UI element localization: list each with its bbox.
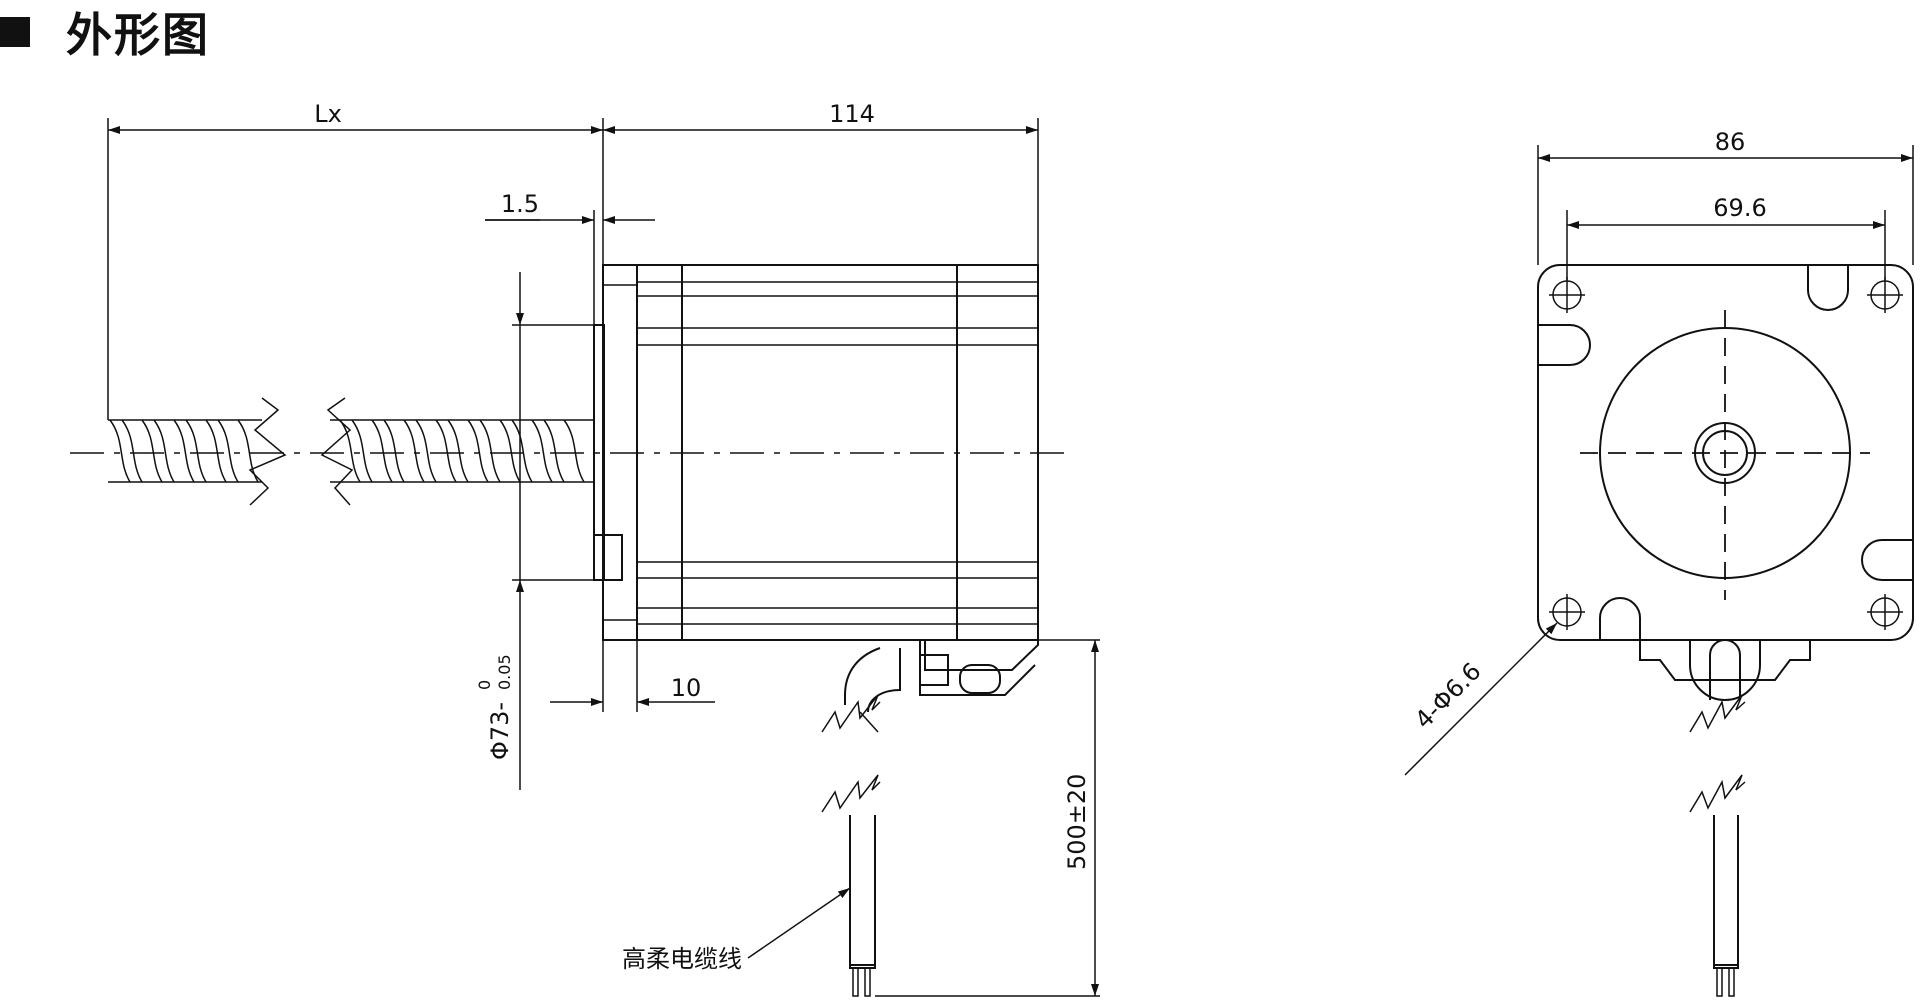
cable-callout: 高柔电缆线 <box>622 887 851 973</box>
dim-lx-label: Lx <box>314 100 342 128</box>
dim-diameter: Φ73- 0 0.05 <box>475 272 594 790</box>
dim-lx: Lx <box>107 100 604 420</box>
cable-front <box>1689 694 1746 997</box>
title-square-icon <box>0 17 30 47</box>
dim-69-6-label: 69.6 <box>1713 194 1766 222</box>
dim-diameter-tol-lower: 0.05 <box>495 654 514 690</box>
dim-114: 114 <box>603 100 1039 265</box>
cable-connector-side <box>844 640 1039 713</box>
dim-69-6: 69.6 <box>1566 194 1886 280</box>
page-title: 外形图 <box>66 8 210 62</box>
dim-114-label: 114 <box>829 100 875 128</box>
dim-86: 86 <box>1537 128 1914 265</box>
dim-10: 10 <box>550 640 715 712</box>
dim-cable-length-label: 500±20 <box>1063 774 1091 870</box>
holes-label: 4-Φ6.6 <box>1409 657 1486 734</box>
holes-callout: 4-Φ6.6 <box>1404 622 1558 776</box>
front-view: 86 69.6 4-Φ6.6 <box>1404 128 1914 997</box>
dim-diameter-label: Φ73- <box>486 702 514 760</box>
dim-10-label: 10 <box>671 674 702 702</box>
mounting-holes <box>1549 277 1903 630</box>
dim-86-label: 86 <box>1715 128 1746 156</box>
cable-side <box>821 694 1100 997</box>
dim-1-5-label: 1.5 <box>501 190 539 218</box>
dim-diameter-tol-upper: 0 <box>475 680 494 690</box>
lead-screw <box>108 397 594 506</box>
dim-1-5: 1.5 <box>485 190 655 325</box>
connector-front <box>1639 639 1811 701</box>
cable-label: 高柔电缆线 <box>622 945 742 973</box>
motor-body-side <box>70 264 1068 641</box>
dim-cable-length: 500±20 <box>1038 639 1100 996</box>
title-block: 外形图 <box>0 4 210 62</box>
side-view: Lx 114 1.5 Φ73- 0 <box>70 100 1100 997</box>
